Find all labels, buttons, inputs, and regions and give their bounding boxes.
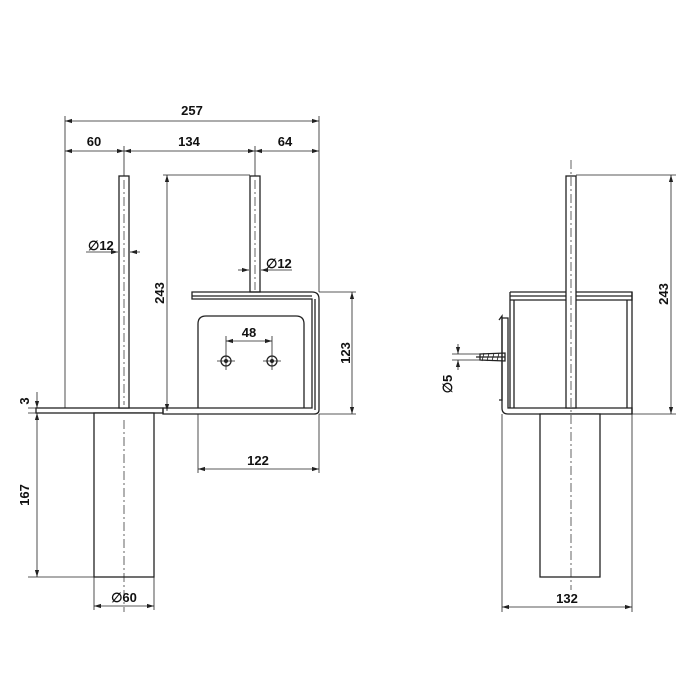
dim-right-offset: 64: [278, 134, 293, 149]
wall-screw-icon: [476, 314, 506, 401]
dim-side-width: 132: [556, 591, 578, 606]
dim-hole-spacing: 48: [242, 325, 256, 340]
dim-rod-diameter-right: ∅12: [266, 256, 292, 271]
mounting-hole-left: [217, 352, 235, 370]
dim-height-left: 243: [152, 282, 167, 304]
dim-plate-thickness: 3: [17, 397, 32, 404]
dim-holder-height: 123: [338, 342, 353, 364]
dim-rod-diameter-left: ∅12: [88, 238, 114, 253]
dim-left-offset: 60: [87, 134, 101, 149]
dim-tube-diameter: ∅60: [111, 590, 137, 605]
side-brush-tube: [539, 413, 601, 578]
dim-height-side: 243: [656, 283, 671, 305]
dim-screw-diameter: ∅5: [440, 375, 455, 394]
mounting-hole-right: [263, 352, 281, 370]
base-plate: [35, 407, 164, 414]
holder-bracket: [162, 291, 320, 415]
brush-handle-rod: [118, 175, 130, 409]
side-view: ∅5 243 132: [440, 160, 676, 612]
dim-holder-width: 122: [247, 453, 269, 468]
side-wall-plate: [501, 317, 633, 415]
dim-overall-width: 257: [181, 103, 203, 118]
front-view: 257 60 134 64 243 3 167 ∅60: [17, 103, 356, 612]
dim-rod-spacing: 134: [178, 134, 200, 149]
dim-tube-height: 167: [17, 484, 32, 506]
back-plate: [197, 315, 305, 408]
